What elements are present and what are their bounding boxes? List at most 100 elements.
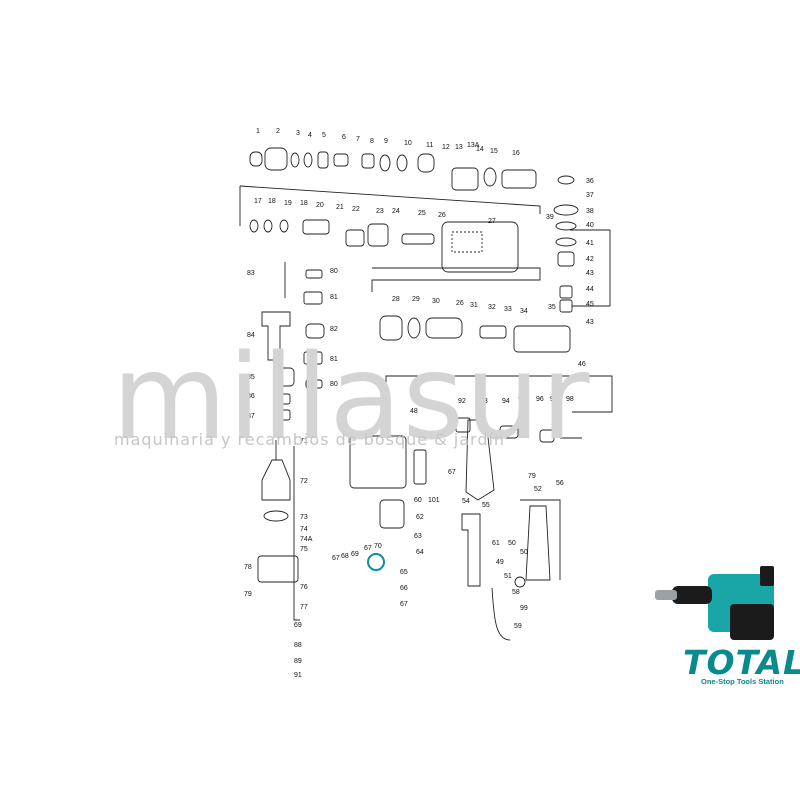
callout-101: 101 [428,497,440,504]
watermark-tagline: maquinaria y recambios de bosque & jardí… [114,430,506,449]
callout-24: 24 [392,208,400,215]
callout-68: 68 [341,553,349,560]
callout-5: 5 [322,132,326,139]
callout-95: 95 [518,396,526,403]
callout-79: 79 [528,473,536,480]
part-17 [249,219,259,233]
part-80a [305,269,323,279]
part-41 [555,237,577,247]
callout-86: 86 [247,393,255,400]
callout-77: 77 [300,604,308,611]
part-4 [303,152,313,168]
callout-75: 75 [300,546,308,553]
callout-85: 85 [247,374,255,381]
part-86 [279,393,291,405]
part-38 [553,204,579,216]
part-72 [261,459,291,501]
part-19 [279,219,289,233]
part-94 [465,419,495,501]
part-5 [317,151,329,169]
callout-2: 2 [276,128,280,135]
callout-58: 58 [512,589,520,596]
callout-13A: 13A [467,142,480,149]
callout-33: 33 [504,306,512,313]
part-25 [401,233,435,245]
callout-9: 9 [384,138,388,145]
callout-52: 52 [534,486,542,493]
callout-28: 28 [392,296,400,303]
callout-6: 6 [342,134,346,141]
part-3 [290,152,300,168]
callout-49: 49 [496,559,504,566]
part-32 [479,325,507,339]
callout-25: 25 [418,210,426,217]
part-2 [264,147,288,171]
callout-44: 44 [586,286,594,293]
leader-frame-main [385,375,613,413]
leader-frame-top [239,185,541,214]
callout-29: 29 [412,296,420,303]
callout-81: 81 [330,294,338,301]
callout-12: 12 [442,144,450,151]
part-10 [396,154,408,172]
brand-logo-text: TOTAL [683,643,800,682]
callout-18: 18 [268,198,276,205]
callout-74: 74 [300,526,308,533]
callout-51: 51 [504,573,512,580]
callout-7: 7 [356,136,360,143]
callout-11: 11 [426,142,433,149]
callout-8: 8 [370,138,374,145]
callout-67: 67 [448,469,456,476]
part-93 [455,417,471,433]
callout-43: 43 [586,319,594,326]
part-34 [513,325,571,353]
part-27-vents [451,231,483,253]
part-42 [557,251,575,267]
callout-78: 78 [244,564,252,571]
part-81b [303,351,323,365]
part-78 [257,555,299,583]
callout-47: 47 [578,376,586,383]
callout-26: 26 [438,212,446,219]
part-30 [425,317,463,339]
part-16 [501,169,537,189]
callout-21: 21 [336,204,344,211]
part-29 [407,317,421,339]
callout-67: 67 [364,545,372,552]
callout-59: 59 [514,623,522,630]
part-6 [333,153,349,167]
callout-41: 41 [586,240,594,247]
callout-93: 93 [480,398,488,405]
callout-55: 55 [482,502,490,509]
part-9 [379,154,391,172]
callout-72: 72 [300,478,308,485]
part-97 [539,429,555,443]
callout-99: 99 [520,605,528,612]
part-99 [514,576,526,588]
callout-91: 91 [294,672,302,679]
callout-19: 19 [284,200,292,207]
part-95 [499,425,519,439]
callout-39: 39 [546,214,554,221]
callout-10: 10 [404,140,412,147]
part-44 [559,285,573,299]
callout-17: 17 [254,198,262,205]
part-60 [413,449,427,485]
part-45 [559,299,573,313]
leader-frame-bottom [293,446,300,621]
callout-69: 69 [294,622,302,629]
callout-61: 61 [492,540,500,547]
callout-82: 82 [330,326,338,333]
callout-48: 48 [410,408,418,415]
callout-30: 30 [432,298,440,305]
callout-22: 22 [352,206,360,213]
part-28 [379,315,403,341]
callout-62: 62 [416,514,424,521]
part-59 [491,587,511,641]
brand-slogan: One-Stop Tools Station [701,677,784,686]
callout-76: 76 [300,584,308,591]
callout-45: 45 [586,301,594,308]
callout-14: 14 [476,146,484,153]
callout-63: 63 [414,533,422,540]
